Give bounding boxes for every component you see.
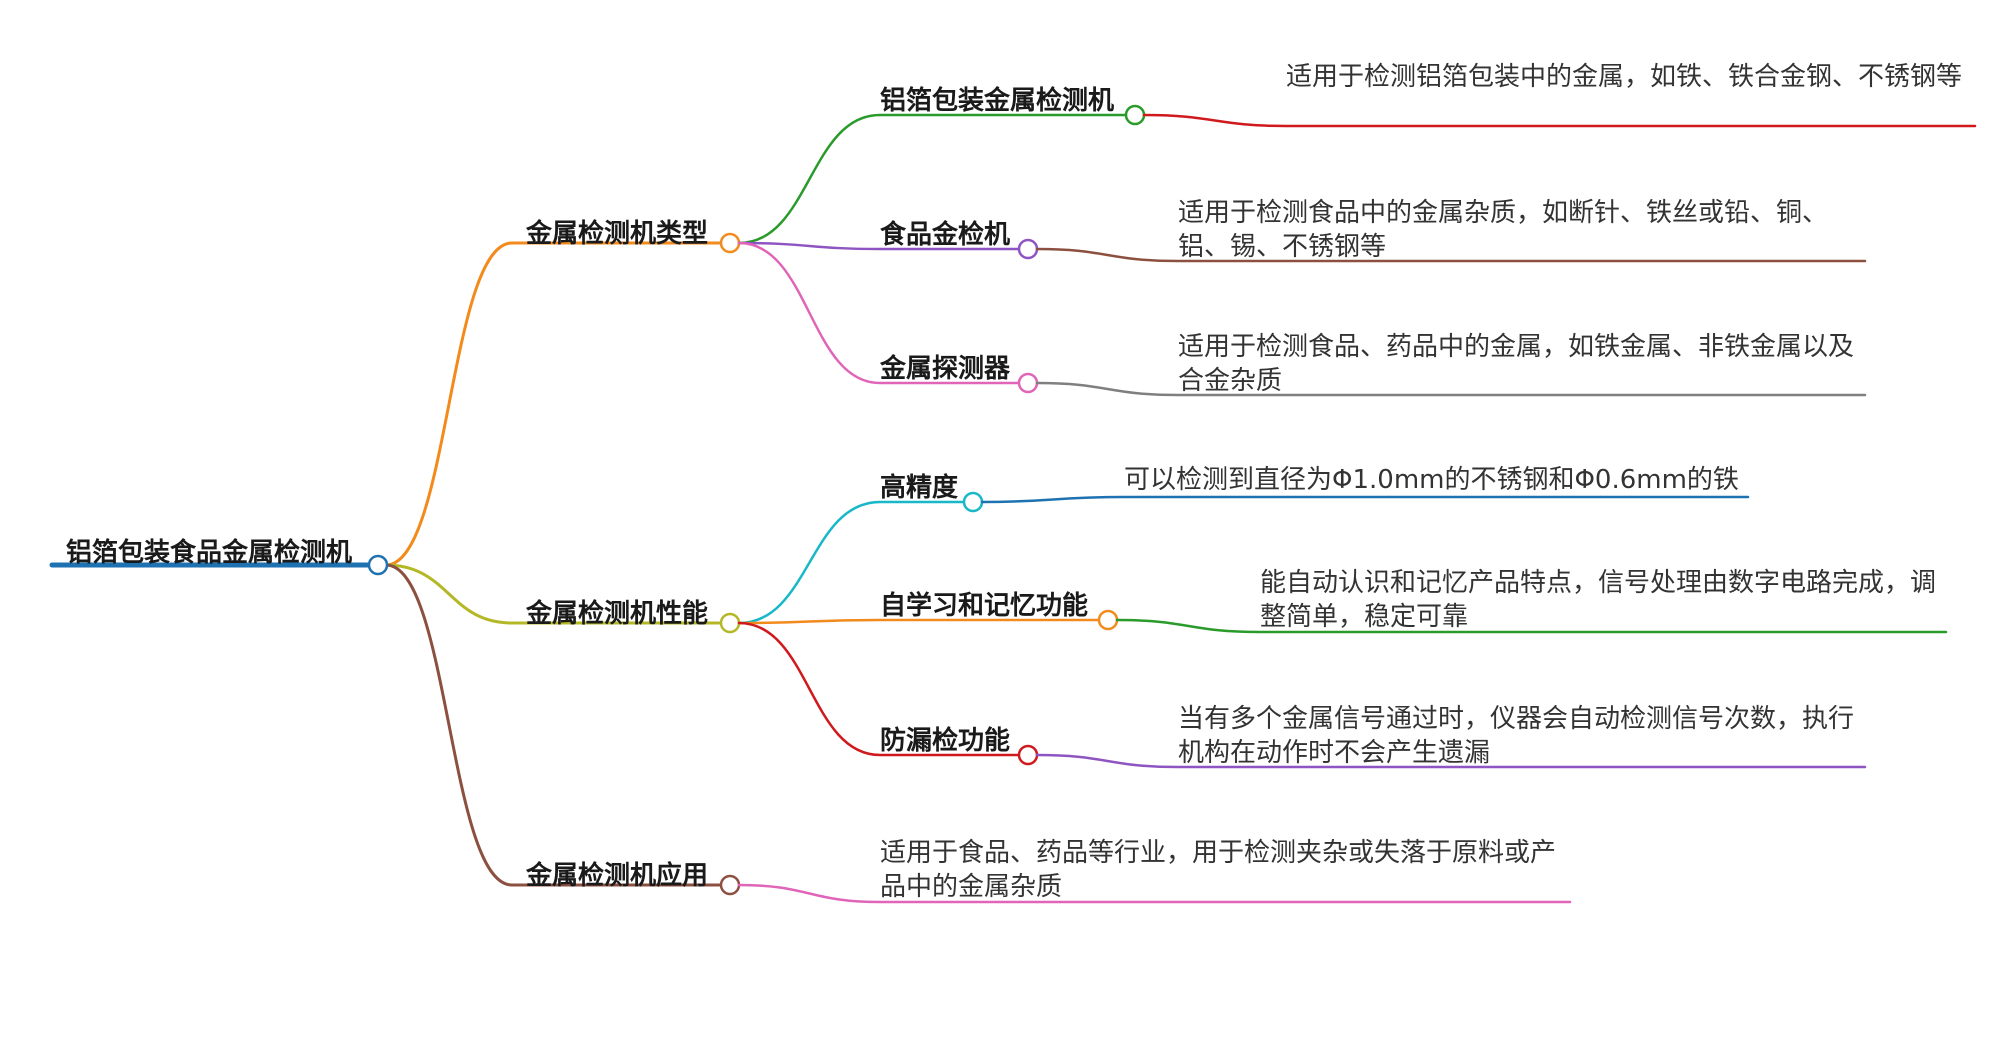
leaf-underline xyxy=(1115,618,1948,634)
leaf-self-learning: 能自动认识和记忆产品特点，信号处理由数字电路完成，调整简单，稳定可靠 xyxy=(1260,568,1937,632)
node-foil-detector-label: 铝箔包装金属检测机 xyxy=(880,86,1115,116)
branch-node-circle[interactable] xyxy=(719,874,741,896)
child-connector xyxy=(737,500,966,625)
leaf-application: 适用于食品、药品等行业，用于检测夹杂或失落于原料或产品中的金属杂质 xyxy=(880,838,1557,902)
child-node-circle[interactable] xyxy=(1097,609,1119,631)
leaf-food-detector: 适用于检测食品中的金属杂质，如断针、铁丝或铅、铜、铝、锡、不锈钢等 xyxy=(1178,198,1829,262)
branch-types-label: 金属检测机类型 xyxy=(526,219,709,249)
branch-node-circle[interactable] xyxy=(719,232,741,254)
child-node-circle[interactable] xyxy=(962,491,984,513)
leaf-metal-probe: 适用于检测食品、药品中的金属，如铁金属、非铁金属以及合金杂质 xyxy=(1178,332,1855,396)
leaf-underline xyxy=(980,495,1750,504)
node-anti-miss-label: 防漏检功能 xyxy=(880,726,1011,756)
root-node-circle[interactable] xyxy=(367,554,389,576)
branch-connector xyxy=(384,563,723,887)
child-node-circle[interactable] xyxy=(1017,744,1039,766)
child-connector xyxy=(737,621,1021,757)
child-node-circle[interactable] xyxy=(1017,238,1039,260)
branch-node-circle[interactable] xyxy=(719,612,741,634)
leaf-underline xyxy=(1035,247,1867,263)
leaf-underline xyxy=(1142,113,1977,128)
node-metal-probe-label: 金属探测器 xyxy=(880,354,1011,384)
child-node-circle[interactable] xyxy=(1124,104,1146,126)
leaf-underline xyxy=(1035,381,1867,397)
leaf-high-precision: 可以检测到直径为Φ1.0mm的不锈钢和Φ0.6mm的铁 xyxy=(1124,465,1739,495)
child-connector xyxy=(737,241,1021,385)
node-high-precision-label: 高精度 xyxy=(880,473,959,503)
root-node-label: 铝箔包装食品金属检测机 xyxy=(66,538,353,568)
child-connector xyxy=(737,618,1101,625)
child-connector xyxy=(737,113,1128,245)
node-food-detector-label: 食品金检机 xyxy=(880,220,1011,250)
branch-connector xyxy=(384,563,723,625)
leaf-anti-miss: 当有多个金属信号通过时，仪器会自动检测信号次数，执行机构在动作时不会产生遗漏 xyxy=(1178,704,1855,768)
leaf-underline xyxy=(1035,753,1867,769)
leaf-underline xyxy=(737,883,1572,904)
child-node-circle[interactable] xyxy=(1017,372,1039,394)
leaf-foil-detector: 适用于检测铝箔包装中的金属，如铁、铁合金钢、不锈钢等 xyxy=(1286,62,1963,92)
child-connector xyxy=(737,241,1021,251)
branch-application-label: 金属检测机应用 xyxy=(526,861,709,891)
branch-performance-label: 金属检测机性能 xyxy=(526,599,709,629)
node-self-learning-label: 自学习和记忆功能 xyxy=(880,591,1089,621)
branch-connector xyxy=(384,241,723,567)
